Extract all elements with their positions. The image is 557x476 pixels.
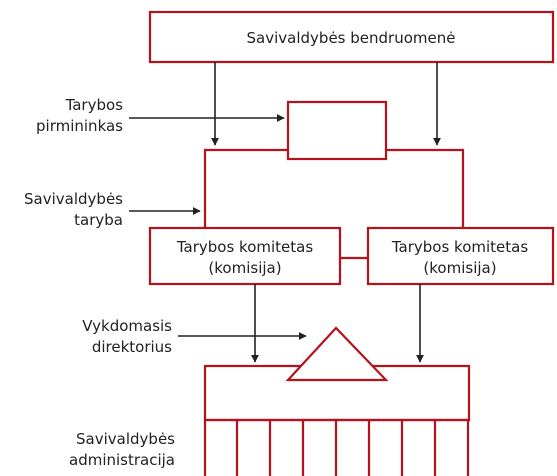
council-frame-left bbox=[203, 148, 288, 228]
administration-label-line1: Savivaldybės bbox=[76, 430, 175, 448]
community-box bbox=[148, 10, 555, 64]
committee-right-box bbox=[366, 226, 555, 286]
committee-right-line2: (komisija) bbox=[423, 259, 496, 277]
committee-left-box bbox=[148, 226, 342, 286]
director-label-line1: Vykdomasis bbox=[82, 317, 172, 335]
community-label: Savivaldybės bendruomenė bbox=[247, 29, 456, 47]
council-label-line1: Savivaldybės bbox=[24, 190, 123, 208]
council-label-line2: taryba bbox=[74, 211, 123, 229]
director-label-line2: direktorius bbox=[92, 338, 172, 356]
committee-right-line1: Tarybos komitetas bbox=[391, 238, 528, 256]
chair-box bbox=[286, 100, 388, 161]
committee-left-line1: Tarybos komitetas bbox=[176, 238, 313, 256]
council-frame-right bbox=[386, 148, 465, 228]
director-roof-triangle bbox=[285, 326, 389, 382]
chair-label-line1: Tarybos bbox=[65, 96, 124, 114]
committee-left-line2: (komisija) bbox=[208, 259, 281, 277]
chair-label-line2: pirmininkas bbox=[36, 117, 123, 135]
administration-label-line2: administracija bbox=[69, 451, 175, 469]
